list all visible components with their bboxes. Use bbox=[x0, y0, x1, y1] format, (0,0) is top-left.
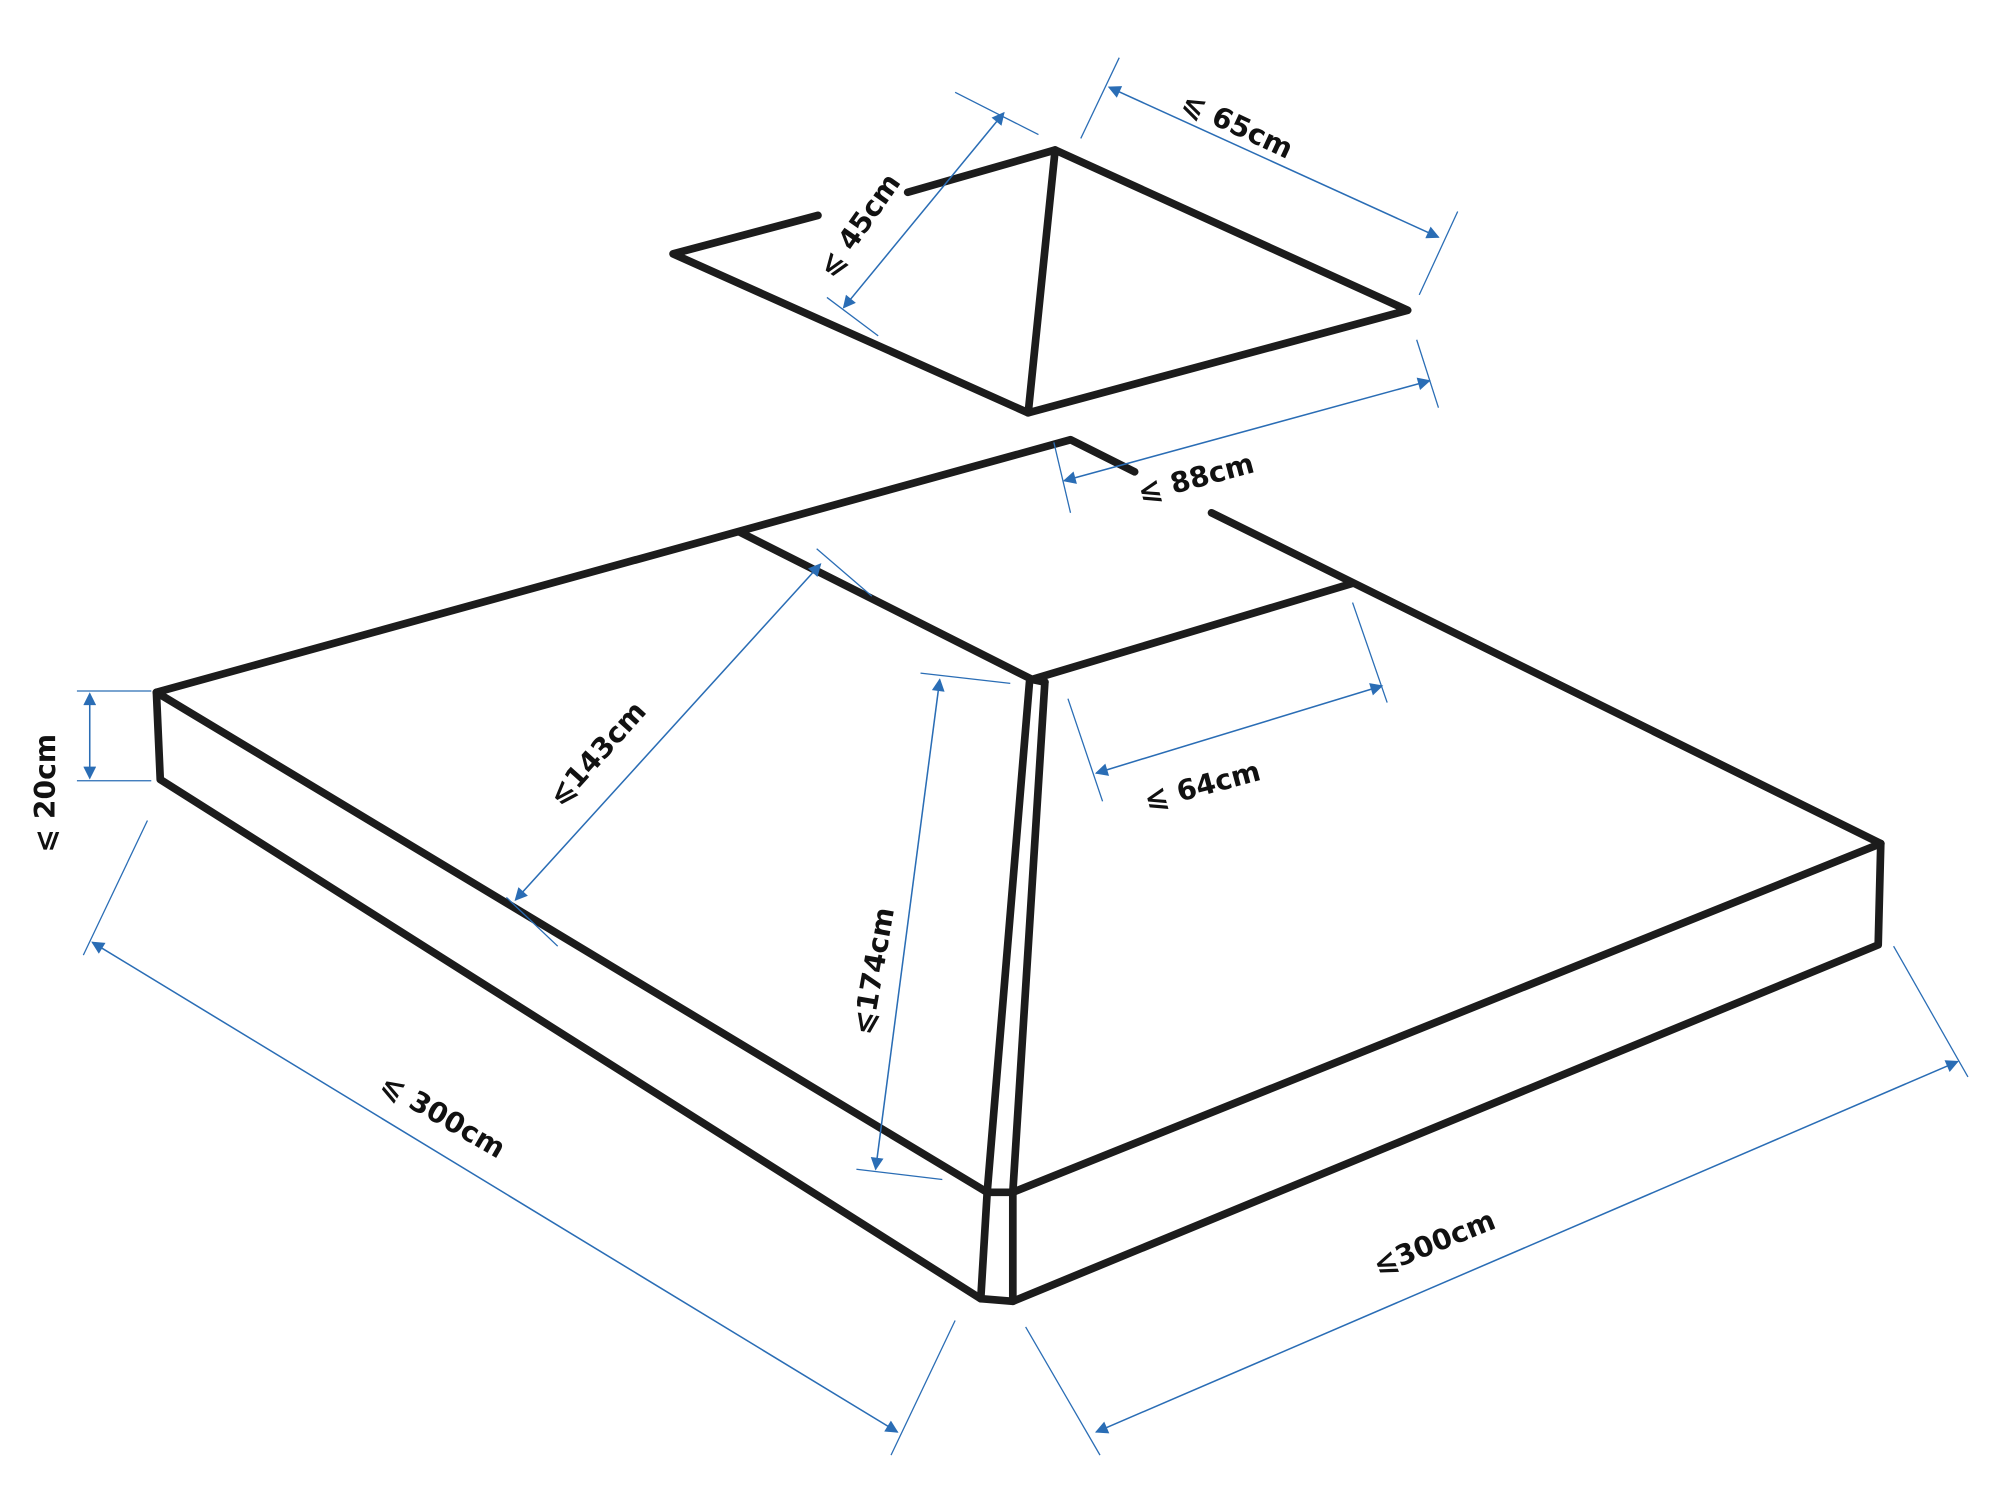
label-64cm: ⩽ 64cm bbox=[1141, 754, 1264, 817]
dimension-45cm: ⩽ 45cm bbox=[812, 91, 1039, 337]
dimension-65cm: ⩽ 65cm bbox=[1080, 57, 1459, 296]
label-45cm: ⩽ 45cm bbox=[812, 167, 907, 283]
top-cap bbox=[669, 146, 1412, 417]
label-300cm-right: ⩽300cm bbox=[1368, 1203, 1500, 1282]
label-20cm: ⩽ 20cm bbox=[29, 734, 62, 853]
dimension-64cm: ⩽ 64cm bbox=[1067, 602, 1388, 817]
dimension-300cm-right: ⩽300cm bbox=[1025, 945, 1969, 1456]
dimension-143cm: ⩽143cm bbox=[505, 548, 873, 947]
label-174cm: ⩽174cm bbox=[846, 905, 901, 1037]
dimension-174cm: ⩽174cm bbox=[846, 672, 1011, 1181]
dimension-300cm-left: ⩽ 300cm bbox=[82, 820, 956, 1456]
label-143cm: ⩽143cm bbox=[542, 695, 653, 813]
label-300cm-left: ⩽ 300cm bbox=[375, 1067, 511, 1165]
dimension-88cm: ⩽ 88cm bbox=[1053, 339, 1440, 513]
dimension-20cm: ⩽ 20cm bbox=[29, 690, 152, 853]
main-canopy bbox=[152, 435, 1885, 1306]
